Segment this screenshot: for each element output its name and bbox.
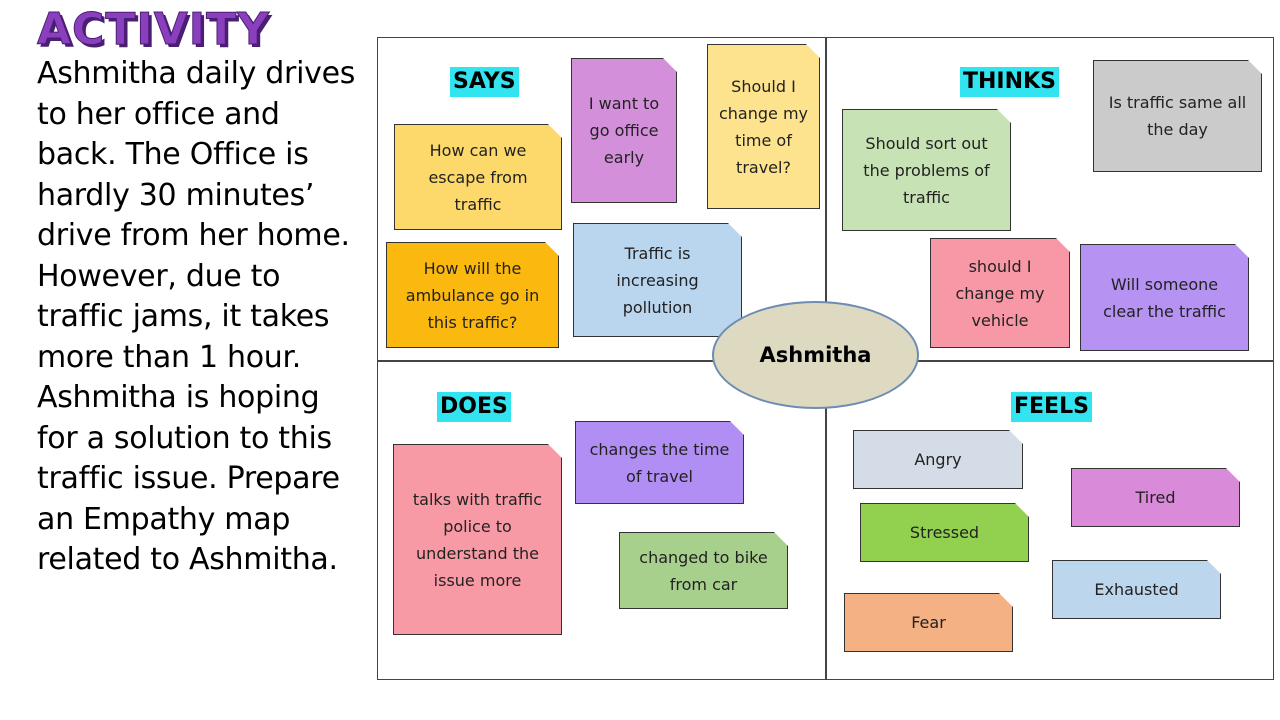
says-note-ambulance: How will the ambulance go in this traffi…: [386, 241, 560, 348]
note-text: Should I change my time of travel?: [718, 76, 809, 177]
says-heading: SAYS: [450, 67, 519, 97]
note-text: Angry: [914, 450, 962, 469]
says-note-office-early: I want to go office early: [571, 57, 678, 203]
feels-note-exhausted: Exhausted: [1052, 559, 1222, 619]
does-note-traffic-police: talks with traffic police to understand …: [393, 443, 563, 635]
note-text: Is traffic same all the day: [1108, 93, 1247, 139]
feels-note-tired: Tired: [1071, 467, 1241, 527]
note-text: I want to go office early: [588, 94, 660, 167]
note-text: talks with traffic police to understand …: [412, 489, 543, 590]
thinks-note-clear-traffic: Will someone clear the traffic: [1080, 243, 1250, 351]
note-text: Will someone clear the traffic: [1103, 274, 1226, 321]
thinks-note-same-all-day: Is traffic same all the day: [1093, 59, 1263, 172]
feels-note-stressed: Stressed: [860, 502, 1030, 562]
does-heading: DOES: [437, 392, 511, 422]
thinks-note-sort-out: Should sort out the problems of traffic: [842, 108, 1012, 231]
note-text: How can we escape from traffic: [428, 140, 528, 214]
says-note-escape: How can we escape from traffic: [394, 123, 563, 230]
feels-note-angry: Angry: [853, 429, 1024, 489]
feels-heading: FEELS: [1011, 392, 1092, 422]
activity-description: Ashmitha daily drives to her office and …: [37, 56, 356, 577]
does-note-bike-from-car: changed to bike from car: [619, 531, 789, 609]
says-note-change-time: Should I change my time of travel?: [707, 43, 821, 209]
note-text: Traffic is increasing pollution: [616, 243, 699, 317]
note-text: Tired: [1135, 488, 1176, 507]
center-persona: Ashmitha: [712, 301, 919, 409]
note-text: How will the ambulance go in this traffi…: [405, 258, 540, 332]
note-text: should I change my vehicle: [955, 256, 1045, 330]
thinks-note-change-vehicle: should I change my vehicle: [930, 237, 1071, 348]
does-note-time-of-travel: changes the time of travel: [575, 420, 745, 504]
activity-title: ACTIVITY: [36, 4, 271, 56]
note-text: Should sort out the problems of traffic: [863, 133, 990, 207]
thinks-heading: THINKS: [960, 67, 1059, 97]
note-text: Fear: [911, 613, 946, 632]
note-text: changes the time of travel: [589, 439, 730, 486]
note-text: Exhausted: [1094, 580, 1179, 599]
says-note-pollution: Traffic is increasing pollution: [573, 222, 743, 337]
feels-note-fear: Fear: [844, 592, 1014, 652]
note-text: Stressed: [909, 523, 980, 542]
note-text: changed to bike from car: [639, 547, 768, 594]
